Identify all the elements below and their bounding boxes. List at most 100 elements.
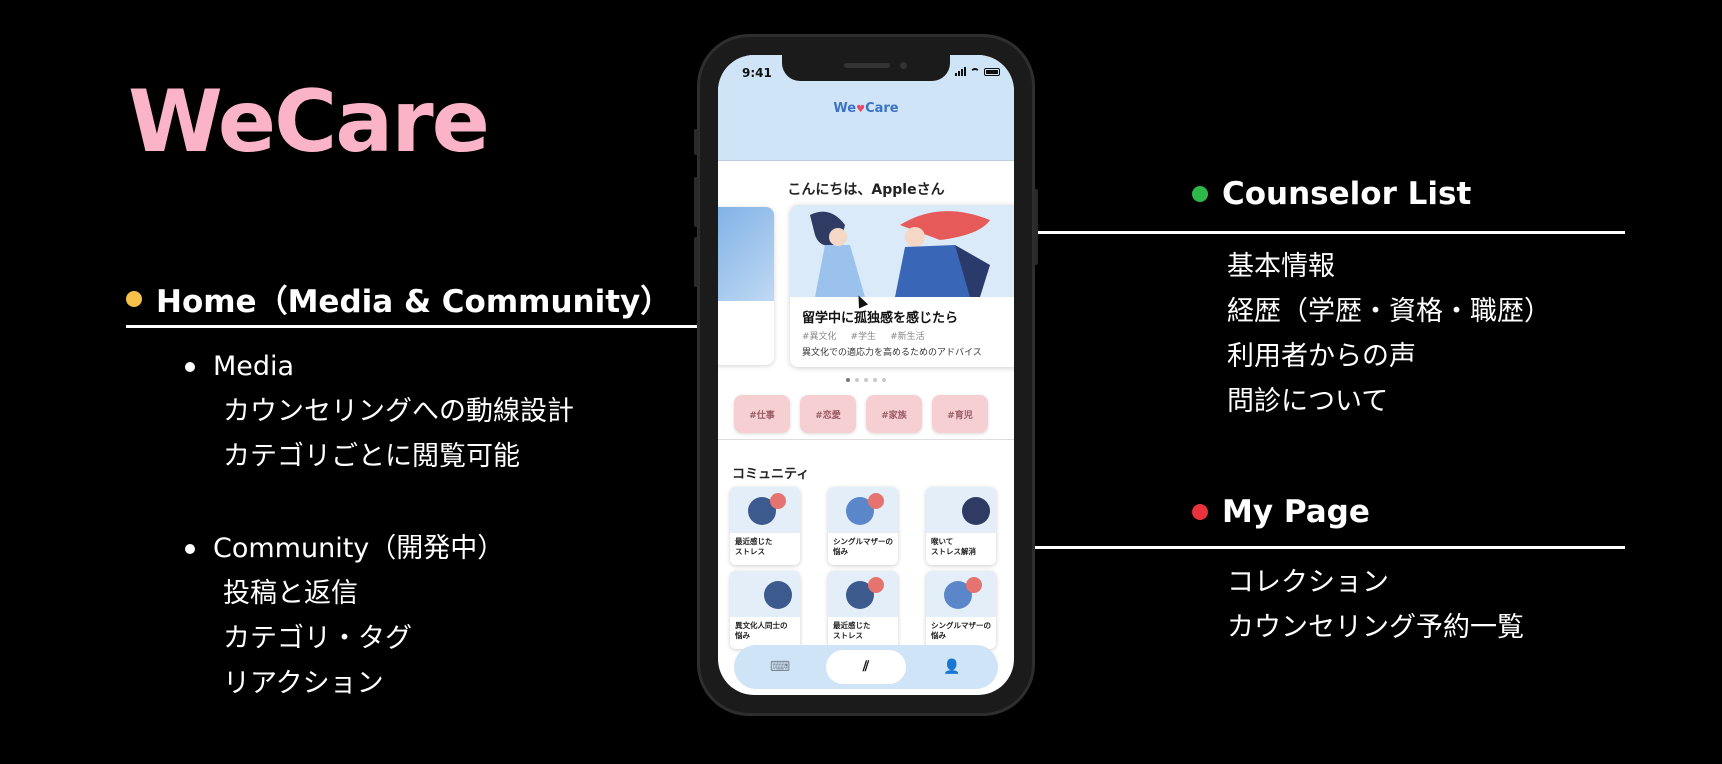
community-item: カテゴリ・タグ [223,623,412,654]
greeting-text: こんにちは、Appleさん [787,182,945,198]
community-post[interactable]: 異文化人同士の 悩み [730,571,800,649]
community-post[interactable]: 最近感じた ストレス [828,571,898,649]
tab-counselor[interactable]: ⌨ [740,650,820,684]
mypage-section-title: My Page [1192,494,1370,530]
power-button [1034,189,1038,265]
media-label: Media [213,351,295,382]
media-bullet: Media [185,344,574,389]
brand-title: WeCare [128,72,490,172]
mypage-title: My Page [1222,494,1370,530]
post-image [730,487,800,533]
carousel-dot[interactable] [873,378,877,382]
mute-switch [694,129,698,155]
home-divider [126,325,697,328]
counselor-dot-icon [1192,186,1208,202]
app-logo-care: Care [865,101,899,116]
carousel-dot[interactable] [864,378,868,382]
post-image [730,571,800,617]
counselor-list: 基本情報 経歴（学歴・資格・職歴） 利用者からの声 問診について [1227,244,1551,424]
heart-icon: ♥ [856,104,866,115]
notch [782,55,950,81]
home-media-list: Media カウンセリングへの動線設計 カテゴリごとに閲覧可能 [185,344,574,479]
category-chips: #仕事 #恋愛 #家族 #育児 [734,395,988,433]
carousel-indicator[interactable] [718,378,1014,382]
carousel-dot[interactable] [855,378,859,382]
tag[interactable]: #異文化 [802,332,837,342]
home-community-list: Community（開発中） 投稿と返信 カテゴリ・タグ リアクション [185,526,504,706]
carousel-dot[interactable] [882,378,886,382]
community-item: 投稿と返信 [223,578,358,609]
media-card-image [718,207,774,301]
counselor-divider [1035,231,1625,234]
community-title: コミュニティ [732,467,810,482]
phone-screen: 9:41 We♥Care こんにちは、Appleさん [718,55,1014,695]
status-icons [955,67,1000,76]
category-chip-work[interactable]: #仕事 [734,395,790,433]
community-grid: 最近感じた ストレス シングルマザーの 悩み 喉いて ストレス解消 異文化人同士… [730,487,996,649]
section-divider [718,439,1014,440]
mypage-dot-icon [1192,504,1208,520]
community-item: リアクション [223,668,384,699]
volume-down-button [694,237,698,287]
post-image [828,487,898,533]
media-card-previous[interactable] [718,207,774,365]
community-bullet: Community（開発中） [185,526,504,571]
post-image [828,571,898,617]
post-label: 最近感じた ストレス [833,621,871,640]
app-logo-we: We [833,101,857,116]
media-card-description: 異文化での適応力を高めるためのアドバイス [802,348,982,358]
category-chip-parenting[interactable]: #育児 [932,395,988,433]
bottom-tab-bar: ⌨ ⫽ 👤 [734,645,998,689]
counselor-title: Counselor List [1222,176,1472,212]
counselor-item: 問診について [1227,386,1389,417]
bullet-icon [185,543,195,554]
home-section-title: Home（Media & Community） [126,276,671,321]
speaker [844,63,890,68]
mypage-list: コレクション カウンセリング予約一覧 [1227,560,1524,650]
profile-icon: 👤 [943,659,961,675]
status-time: 9:41 [742,66,772,80]
category-chip-family[interactable]: #家族 [866,395,922,433]
app-logo[interactable]: We♥Care [718,101,1014,116]
mypage-divider [1035,546,1625,549]
carousel-dot[interactable] [846,378,850,382]
media-icon: ⫽ [862,659,870,675]
post-image [926,571,996,617]
counselor-item: 利用者からの声 [1227,341,1416,372]
post-label: 喉いて ストレス解消 [931,537,976,556]
tab-media[interactable]: ⫽ [826,650,906,684]
mypage-item: コレクション [1227,567,1389,598]
community-post[interactable]: 喉いて ストレス解消 [926,487,996,565]
media-item: カテゴリごとに閲覧可能 [223,441,520,472]
mypage-item: カウンセリング予約一覧 [1227,612,1524,643]
tag[interactable]: #新生活 [890,332,925,342]
post-image [926,487,996,533]
post-label: シングルマザーの 悩み [833,537,893,556]
post-label: 最近感じた ストレス [735,537,773,556]
signal-icon [955,67,966,76]
home-dot-icon [126,290,142,307]
media-card-image [790,205,1014,297]
home-title: Home（Media & Community） [156,284,672,320]
counselor-section-title: Counselor List [1192,176,1471,212]
community-post[interactable]: 最近感じた ストレス [730,487,800,565]
counselor-icon: ⌨ [769,659,791,675]
media-card-title: 留学中に孤独感を感じたら [802,311,959,326]
camera [900,62,907,69]
volume-up-button [694,177,698,227]
community-label: Community（開発中） [213,533,505,564]
tag[interactable]: #学生 [850,332,877,342]
counselor-item: 基本情報 [1227,251,1335,282]
wifi-icon [970,67,980,76]
community-post[interactable]: シングルマザーの 悩み [828,487,898,565]
media-item: カウンセリングへの動線設計 [223,396,574,427]
phone-mockup: 9:41 We♥Care こんにちは、Appleさん [694,34,1038,716]
category-chip-love[interactable]: #恋愛 [800,395,856,433]
post-label: シングルマザーの 悩み [931,621,991,640]
community-post[interactable]: シングルマザーの 悩み [926,571,996,649]
media-card-tags: #異文化 #学生 #新生活 [802,329,925,342]
tab-profile[interactable]: 👤 [912,650,992,684]
illustration-icon [810,211,990,297]
media-card[interactable]: 留学中に孤独感を感じたら #異文化 #学生 #新生活 異文化での適応力を高めるた… [790,205,1014,367]
counselor-item: 経歴（学歴・資格・職歴） [1227,296,1551,327]
